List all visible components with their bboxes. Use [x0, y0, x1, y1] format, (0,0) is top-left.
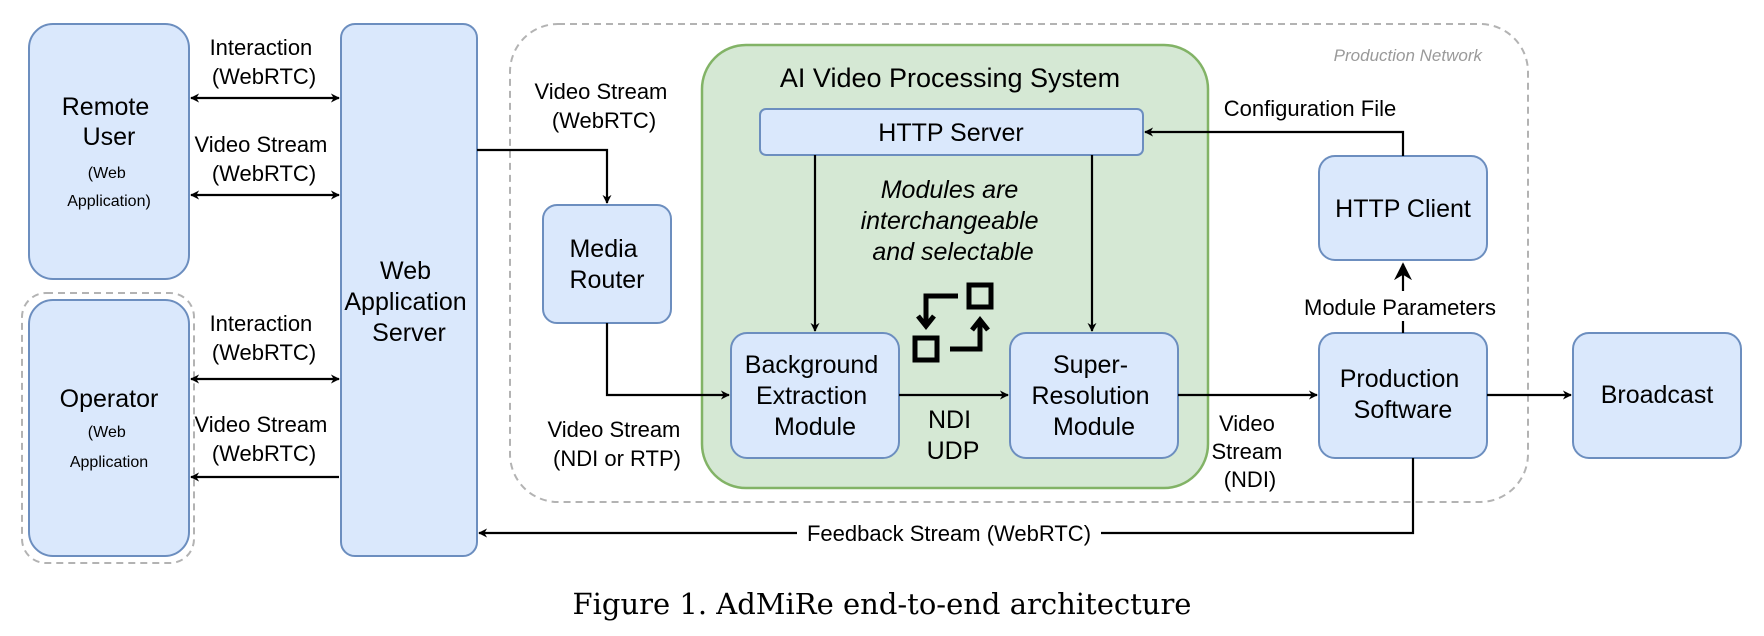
interchange-icon	[912, 282, 994, 363]
background-module-label: Background Extraction Module	[745, 351, 885, 441]
config-file-arrow	[1144, 127, 1405, 156]
superres-module-label: Super- Resolution Module	[1031, 351, 1156, 441]
production-network-label: Production Network	[1334, 46, 1484, 65]
module-link-label: NDI UDP	[927, 406, 980, 465]
media-router-label: Media Router	[569, 235, 644, 294]
remote-user-sublabel: (Web Application)	[67, 165, 151, 210]
http-client-label: HTTP Client	[1335, 195, 1471, 223]
feedback-label-bg	[797, 517, 1101, 547]
web-app-server-box	[340, 23, 478, 557]
operator-box	[28, 299, 190, 557]
http-server-label: HTTP Server	[878, 119, 1023, 147]
web-app-server-label: Web Application Server	[344, 257, 473, 347]
feedback-label: Feedback Stream (WebRTC)	[807, 521, 1091, 546]
operator-video-label: Video Stream (WebRTC)	[194, 412, 333, 466]
operator-sublabel: (Web Application	[70, 424, 148, 471]
operator-label: Operator	[60, 385, 159, 413]
remote-user-label: Remote User	[62, 93, 157, 151]
server-to-router-label: Video Stream (WebRTC)	[534, 79, 673, 133]
config-file-label: Configuration File	[1224, 96, 1396, 121]
media-router-box	[542, 204, 672, 324]
broadcast-box	[1572, 332, 1742, 459]
modules-note: Modules are interchangeable and selectab…	[861, 176, 1046, 266]
to-production-label: Video Stream (NDI)	[1211, 411, 1288, 492]
remote-user-box	[28, 23, 190, 280]
production-network-region	[509, 23, 1529, 503]
feedback-arrow	[478, 458, 1415, 538]
operator-interaction-label: Interaction (WebRTC)	[210, 311, 319, 365]
remote-video-label: Video Stream (WebRTC)	[194, 132, 333, 186]
remote-interaction-label: Interaction (WebRTC)	[210, 35, 319, 89]
router-to-module-label: Video Stream (NDI or RTP)	[547, 417, 686, 471]
production-software-label: Production Software	[1340, 365, 1466, 424]
operator-group-outline	[21, 292, 195, 564]
module-params-label-bg	[1298, 291, 1508, 321]
router-to-module-arrow	[605, 323, 730, 400]
broadcast-label: Broadcast	[1601, 381, 1714, 409]
http-server-box	[759, 108, 1144, 156]
ai-system-title: AI Video Processing System	[780, 63, 1120, 93]
server-to-router-arrow	[477, 148, 612, 204]
module-params-label: Module Parameters	[1304, 295, 1496, 320]
figure-caption: Figure 1. AdMiRe end-to-end architecture	[573, 587, 1192, 621]
